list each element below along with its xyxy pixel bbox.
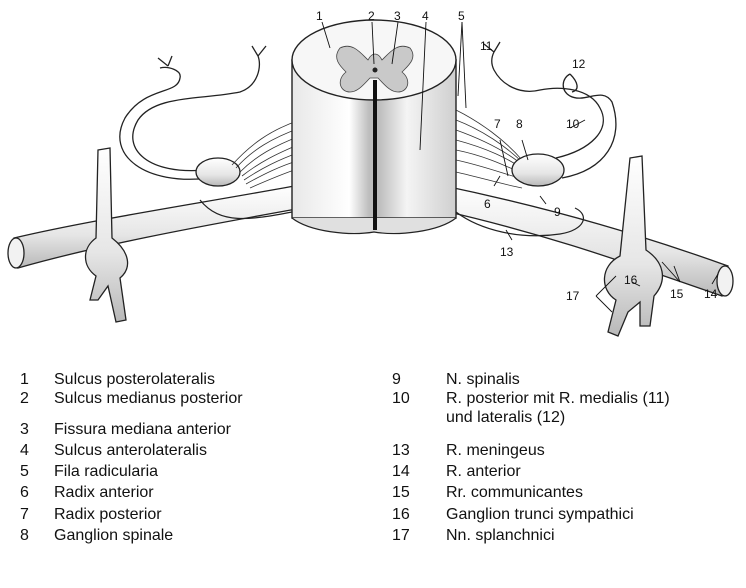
right-spinal-ganglion <box>512 154 564 186</box>
legend-number: 4 <box>20 441 29 460</box>
legend-number: 17 <box>392 526 410 545</box>
legend-number: 5 <box>20 462 29 481</box>
legend-number: 7 <box>20 505 29 524</box>
legend-text: Sulcus anterolateralis <box>54 441 207 460</box>
left-spinal-ganglion <box>196 158 240 186</box>
legend-text-continued: und lateralis (12) <box>446 408 565 427</box>
legend-number: 9 <box>392 370 401 389</box>
callout-9: 9 <box>554 205 561 219</box>
legend-number: 8 <box>20 526 29 545</box>
callout-3: 3 <box>394 9 401 23</box>
callout-5: 5 <box>458 9 465 23</box>
callout-11: 11 <box>480 39 493 53</box>
legend-number: 16 <box>392 505 410 524</box>
legend-text: Sulcus medianus posterior <box>54 389 243 408</box>
central-canal <box>373 68 378 73</box>
callout-15: 15 <box>670 287 684 301</box>
callout-8: 8 <box>516 117 523 131</box>
legend-number: 13 <box>392 441 410 460</box>
callout-4: 4 <box>422 9 429 23</box>
legend-text: Ganglion spinale <box>54 526 173 545</box>
legend-text: Ganglion trunci sympathici <box>446 505 634 524</box>
callout-14: 14 <box>704 287 718 301</box>
legend-text: Rr. communicantes <box>446 483 583 502</box>
callout-17: 17 <box>566 289 580 303</box>
legend-number: 15 <box>392 483 410 502</box>
callout-16: 16 <box>624 273 638 287</box>
callout-12: 12 <box>572 57 586 71</box>
right-nerve-cut-end <box>717 266 733 296</box>
legend-number: 6 <box>20 483 29 502</box>
legend-number: 14 <box>392 462 410 481</box>
legend-text: R. meningeus <box>446 441 545 460</box>
legend-text: Nn. splanchnici <box>446 526 555 545</box>
callout-1: 1 <box>316 9 323 23</box>
legend-text: Radix posterior <box>54 505 162 524</box>
legend-text: R. anterior <box>446 462 521 481</box>
figure-legend: 1 Sulcus posterolateralis 2 Sulcus media… <box>0 366 746 588</box>
callout-7: 7 <box>494 117 501 131</box>
spinal-cord-illustration: 1 2 3 4 5 6 7 8 9 10 11 12 13 14 15 16 1… <box>0 0 746 362</box>
callout-6: 6 <box>484 197 491 211</box>
legend-number: 2 <box>20 389 29 408</box>
spinal-cord-segment <box>292 20 456 233</box>
legend-text: N. spinalis <box>446 370 520 389</box>
callout-13: 13 <box>500 245 514 259</box>
legend-text: Sulcus posterolateralis <box>54 370 215 389</box>
left-posterior-ramus <box>120 46 266 179</box>
legend-number: 10 <box>392 389 410 408</box>
legend-text: Fissura mediana anterior <box>54 420 231 439</box>
legend-text: Radix anterior <box>54 483 154 502</box>
callout-2: 2 <box>368 9 375 23</box>
callout-10: 10 <box>566 117 580 131</box>
legend-text: R. posterior mit R. medialis (11) <box>446 389 670 408</box>
legend-number: 1 <box>20 370 29 389</box>
left-nerve-cut-end <box>8 238 24 268</box>
legend-number: 3 <box>20 420 29 439</box>
left-fila-radicularia <box>232 120 300 188</box>
legend-text: Fila radicularia <box>54 462 158 481</box>
